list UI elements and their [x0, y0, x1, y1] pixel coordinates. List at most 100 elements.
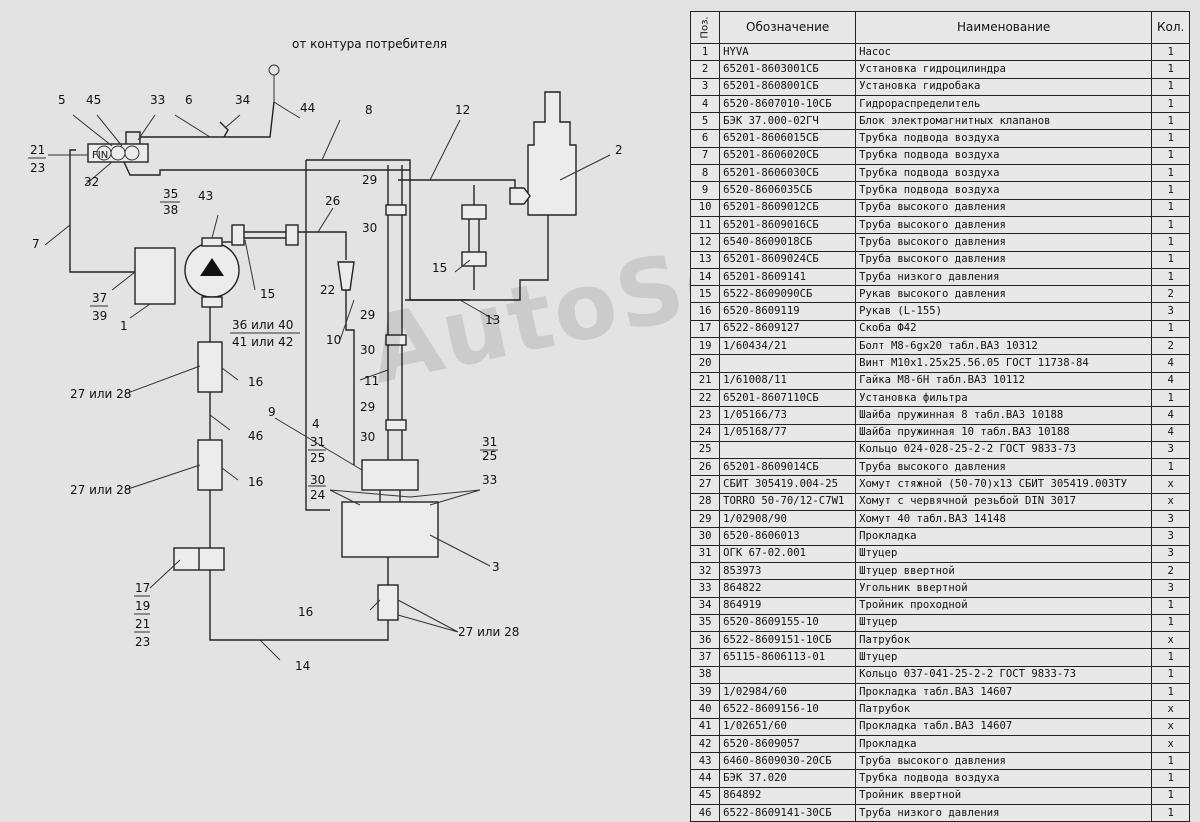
- leader-27b: [124, 464, 201, 491]
- cell-pos: 9: [689, 181, 721, 200]
- cell-qty: 1: [1151, 388, 1191, 408]
- leader-16c: [369, 599, 381, 611]
- cell-designation: СБИТ 305419.004-25: [719, 475, 857, 494]
- pump-arrow-icon: [200, 258, 224, 276]
- hydraulic-cylinder-2: [527, 91, 577, 216]
- leader-2: [559, 154, 611, 181]
- cell-qty: 1: [1151, 596, 1191, 615]
- leader-43: [211, 214, 219, 239]
- label-14: 14: [295, 659, 310, 673]
- label-24: 24: [310, 488, 325, 502]
- hose-16: [197, 439, 223, 491]
- cell-designation: 6520-8606035СБ: [719, 181, 857, 200]
- consumer-connection-point: [268, 64, 280, 76]
- label-15a: 15: [260, 287, 275, 301]
- cell-qty: 1: [1151, 42, 1191, 62]
- cell-qty: х: [1151, 717, 1191, 736]
- leader-33: [137, 114, 156, 141]
- high-pressure-tube-26: [298, 231, 347, 260]
- cell-pos: 15: [689, 285, 721, 304]
- cell-name: Насос: [855, 42, 1153, 62]
- cell-pos: 40: [689, 700, 721, 719]
- cell-pos: 24: [689, 423, 721, 442]
- column-header-designation: Обозначение: [719, 11, 857, 44]
- cell-designation: 864919: [719, 596, 857, 615]
- cell-pos: 25: [689, 440, 721, 460]
- cell-name: Патрубок: [855, 631, 1153, 650]
- cell-designation: 6520-8607010-10СБ: [719, 94, 857, 114]
- label-34: 34: [235, 93, 250, 107]
- cell-qty: 2: [1151, 337, 1191, 356]
- cell-pos: 23: [689, 406, 721, 425]
- hose-16: [197, 341, 223, 393]
- hose-16: [377, 584, 399, 621]
- cell-qty: 3: [1151, 527, 1191, 546]
- label-23b: 23: [135, 635, 150, 649]
- pump-fitting-35: [201, 237, 223, 247]
- cell-designation: 65201-8609141: [719, 267, 857, 287]
- label-29a: 29: [362, 173, 377, 187]
- label-4: 4: [312, 417, 320, 431]
- cell-qty: 2: [1151, 561, 1191, 581]
- cell-name: Кольцо 024-028-25-2-2 ГОСТ 9833-73: [855, 440, 1153, 460]
- label-29b: 29: [360, 308, 375, 322]
- cell-name: Угольник ввертной: [855, 579, 1153, 598]
- cell-pos: 39: [689, 682, 721, 702]
- cell-name: Прокладка табл.ВАЗ 14607: [855, 682, 1153, 702]
- cell-designation: 6522-8609141-30СБ: [719, 804, 857, 822]
- label-22: 22: [320, 283, 335, 297]
- column-header-name: Наименование: [855, 11, 1153, 44]
- cell-name: Болт М8-6gх20 табл.ВАЗ 10312: [855, 337, 1153, 356]
- leader-3: [429, 534, 491, 567]
- clamp-29: [385, 419, 407, 431]
- cell-designation: 65201-8609016СБ: [719, 215, 857, 235]
- cell-name: Патрубок: [855, 700, 1153, 719]
- cell-qty: 3: [1151, 579, 1191, 598]
- cell-qty: 1: [1151, 198, 1191, 217]
- cell-qty: 1: [1151, 181, 1191, 200]
- cell-qty: 3: [1151, 302, 1191, 321]
- leader-32: [84, 161, 113, 186]
- label-6: 6: [185, 93, 193, 107]
- leader-27a: [124, 365, 201, 395]
- pump-drive-box: [134, 247, 176, 305]
- cell-pos: 30: [689, 527, 721, 546]
- leader-44: [289, 111, 301, 119]
- cell-designation: 6460-8609030-20СБ: [719, 752, 857, 771]
- label-9: 9: [268, 405, 276, 419]
- cell-pos: 6: [689, 129, 721, 148]
- cell-designation: 6520-8606013: [719, 527, 857, 546]
- cell-pos: 1: [689, 42, 721, 62]
- cell-designation: 65201-8609024СБ: [719, 250, 857, 269]
- label-10: 10: [326, 333, 341, 347]
- cell-designation: 1/05166/73: [719, 406, 857, 425]
- label-31b: 31: [482, 435, 497, 449]
- label-33: 33: [150, 93, 165, 107]
- label-35: 35: [163, 187, 178, 201]
- leader-11: [359, 369, 389, 381]
- cell-pos: 11: [689, 215, 721, 235]
- cell-pos: 38: [689, 665, 721, 684]
- cell-name: Гайка М8-6Н табл.ВАЗ 10112: [855, 371, 1153, 390]
- label-underlines: [28, 157, 498, 633]
- label-25b: 25: [482, 449, 497, 463]
- label-37: 37: [92, 291, 107, 305]
- cell-designation: 65115-8606113-01: [719, 648, 857, 667]
